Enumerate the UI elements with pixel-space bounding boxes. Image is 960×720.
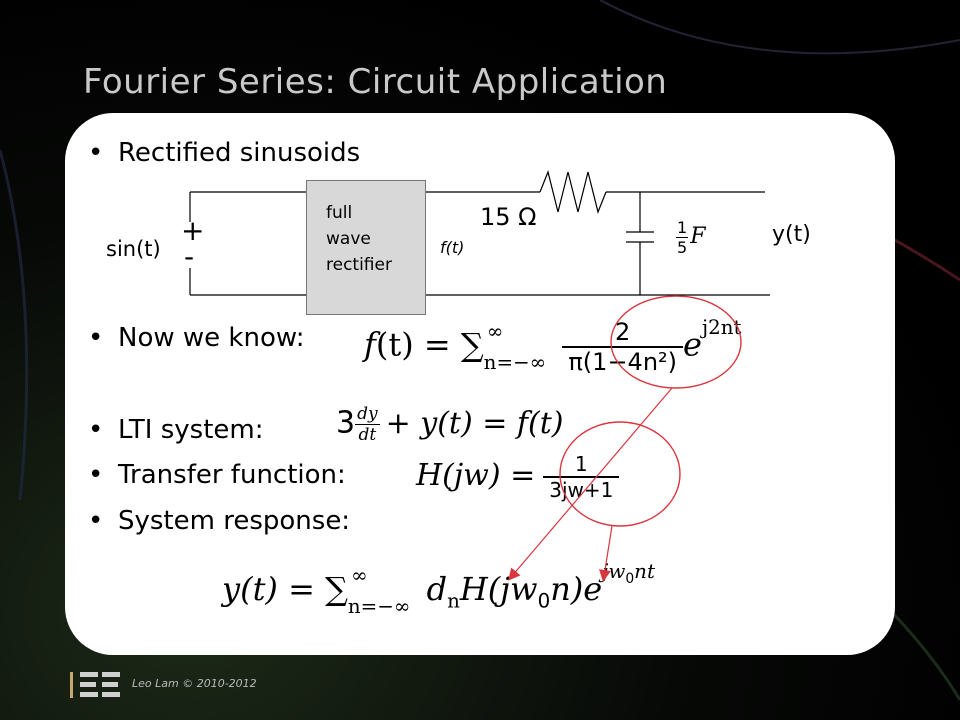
y-exp-sub: 0 [625,571,635,588]
lti-dy: dy [355,404,380,425]
lti-equation: 3 dy dt + y(t) = f(t) [336,404,563,445]
sum-sigma-2: ∑ [325,570,348,608]
bullet-dot: • [88,323,104,353]
eq-f: f [364,325,376,364]
bullet-rectified: • Rectified sinusoids [88,138,360,168]
y-H-sub: 0 [537,589,551,613]
lti-rest: + y(t) = f(t) [385,405,564,441]
cap-unit: F [690,223,706,249]
annotation-arrow-1 [508,387,673,581]
bullet-text: System response: [118,506,351,536]
bullet-dot: • [88,460,104,490]
source-minus: - [184,240,195,273]
sum-sigma: ∑ [460,325,484,364]
footer-copyright: Leo Lam © 2010-2012 [132,677,257,690]
sum-symbol: ∑∞ n=−∞ [460,320,546,374]
cap-den: 5 [677,238,688,257]
capacitor-label: 1 5 F [676,218,705,257]
bullet-now-we-know: • Now we know: [88,323,304,353]
fourier-equation: f(t) = ∑∞ n=−∞ 2 π(1−4n²) ej2nt [364,315,742,376]
annotation-circle-fourier [610,295,742,389]
fourier-fraction: 2 π(1−4n²) [562,318,684,376]
resistor-label: 15 Ω [480,203,537,231]
transfer-equation: H(jw) = 1 3jw+1 [416,452,620,502]
h-den: 3jw+1 [549,478,614,502]
fourier-exp-base: e [683,325,702,364]
content-panel [65,113,895,655]
fourier-num: 2 [562,318,684,348]
f-label: f(t) [440,238,465,257]
y-lhs: y(t) = [222,570,315,608]
sum-upper-2: ∞ [351,564,368,587]
ee-logo-icon [70,672,120,698]
h-num: 1 [543,452,620,478]
y-exp-b: nt [634,560,655,584]
y-exp-base: e [583,570,603,608]
y-d: d [426,570,448,608]
response-equation: y(t) = ∑∞n=−∞ dnH(jw0n)ejw0nt [222,560,655,618]
bullet-dot: • [88,506,104,536]
source-plus: + [181,214,205,247]
sum-lower: n=−∞ [483,350,547,374]
bullet-dot: • [88,138,104,168]
bullet-text: Rectified sinusoids [118,138,361,168]
lti-dt: dt [358,425,377,445]
bullet-text: Transfer function: [118,460,346,490]
bullet-system-response: • System response: [88,506,350,536]
sum-upper: ∞ [486,319,504,343]
y-H-end: n) [550,570,584,608]
slide-title: Fourier Series: Circuit Application [83,62,668,102]
bullet-dot: • [88,415,104,445]
sum-symbol-2: ∑∞ n=−∞ [325,564,410,618]
source-label: sin(t) [106,237,161,261]
rectifier-label: full wave rectifier [326,203,392,275]
transfer-fraction: 1 3jw+1 [543,452,620,502]
bullet-text: LTI system: [118,415,264,445]
output-label: y(t) [772,222,811,247]
bullet-text: Now we know: [118,323,305,353]
cap-num: 1 [676,218,689,238]
fourier-exp: j2nt [701,315,742,339]
annotation-circle-transfer [559,421,681,527]
eq-f-paren: (t) = [375,325,451,364]
fourier-den: π(1−4n²) [568,348,678,376]
bullet-transfer: • Transfer function: [88,460,346,490]
lti-coef: 3 [336,405,356,441]
capacitor-fraction: 1 5 [676,218,689,257]
h-lhs: H(jw) = [416,458,536,493]
bullet-lti: • LTI system: [88,415,263,445]
rectifier-box [306,180,426,315]
y-d-sub: n [447,589,460,613]
lti-derivative: dy dt [355,404,380,445]
y-H: H(jw [459,570,538,608]
sum-lower-2: n=−∞ [347,595,411,619]
annotation-arrow-2 [599,525,613,582]
